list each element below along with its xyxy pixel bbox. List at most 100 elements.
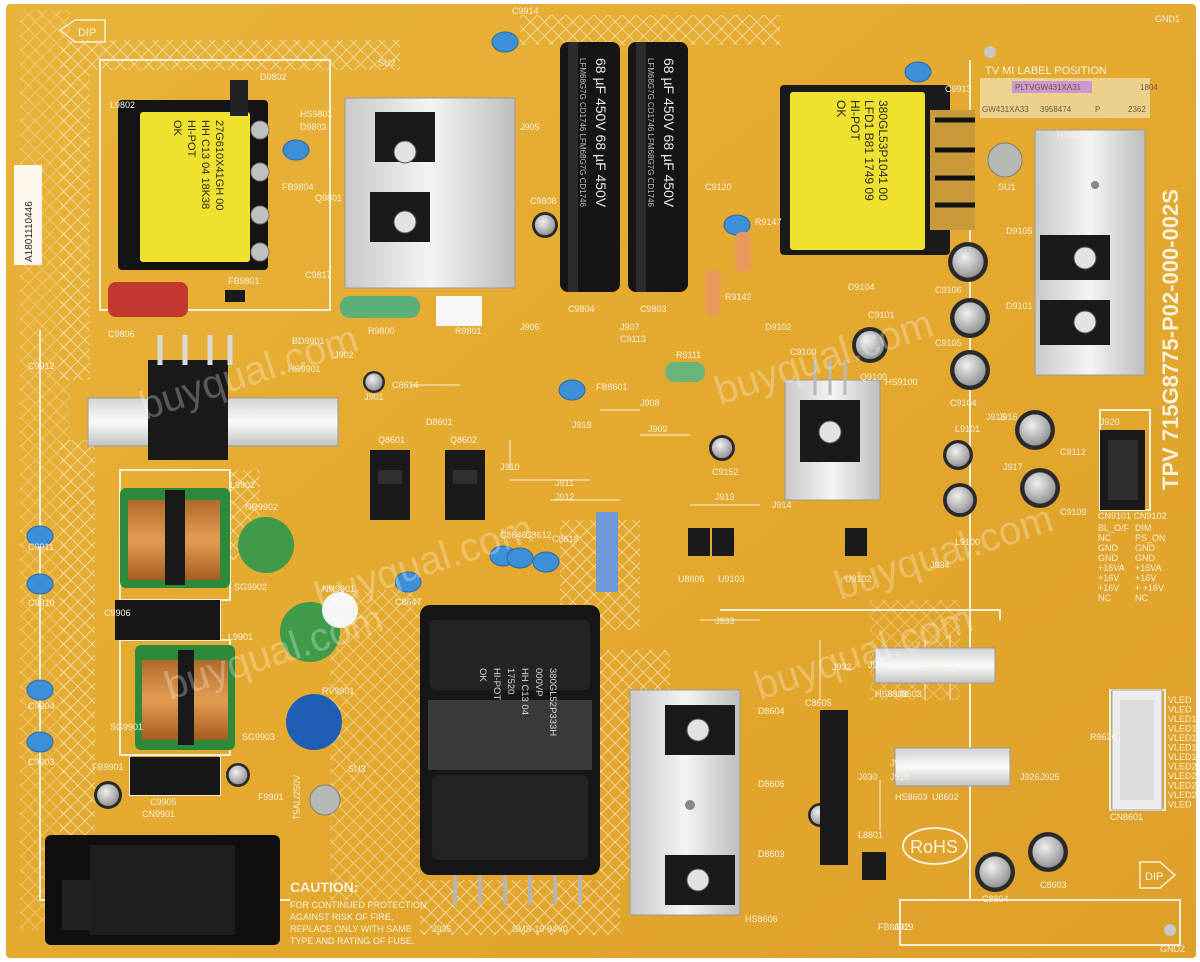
transformer-marking: 000VP <box>533 668 544 697</box>
svg-text:DIP: DIP <box>1145 871 1163 883</box>
transformer-marking: 17520 <box>505 668 516 694</box>
ref-designator: C8605 <box>805 698 832 708</box>
ref-designator: J908 <box>640 398 660 408</box>
electrolytic-cap-top <box>855 330 885 360</box>
ref-designator: HS9100 <box>885 377 918 387</box>
ref-designator: C9120 <box>705 182 732 192</box>
ref-designator: C8647 <box>395 597 422 607</box>
pcb-code: SMS-10 94V0 <box>512 924 568 934</box>
gnd1-label: GND1 <box>1155 14 1180 24</box>
ref-designator: J925 <box>1040 772 1060 782</box>
ref-designator: F9901 <box>258 792 284 802</box>
pinout-right: DIM <box>1135 523 1152 533</box>
ref-designator: FB8602 <box>878 922 910 932</box>
ref-designator: HS9801 <box>300 109 333 119</box>
ref-designator: CN9901 <box>142 809 175 819</box>
rohs-mark: RoHS <box>902 827 968 865</box>
pinout-left: +16V <box>1098 583 1119 593</box>
ref-designator: Q9100 <box>860 372 887 382</box>
led-pin-label: VLED <box>1168 800 1192 810</box>
ref-designator: C9804 <box>568 304 595 314</box>
serial-number-text: A1801110446 <box>24 201 35 262</box>
svg-text:DIP: DIP <box>78 27 96 39</box>
ref-designator: NR9902 <box>245 502 278 512</box>
varistor-rv9901 <box>286 694 342 750</box>
ref-designator: C9913 <box>945 84 972 94</box>
led-pin-label: VLED2 <box>1168 771 1197 781</box>
ref-designator: C9803 <box>640 304 667 314</box>
led-pin-label: VLED <box>1168 705 1192 715</box>
ref-designator: C9905 <box>150 797 177 807</box>
ref-designator: CN8601 <box>1110 812 1143 822</box>
ref-designator: BD9901 <box>292 336 325 346</box>
ref-designator: R9147 <box>755 217 782 227</box>
electrolytic-cap-top <box>711 437 733 459</box>
ref-designator: R8620 <box>1090 732 1117 742</box>
heatsink-hs8603 <box>894 747 1011 787</box>
ref-designator: C9911 <box>28 542 54 552</box>
ref-designator: R9111 <box>676 350 701 360</box>
ref-designator: J906 <box>520 322 540 332</box>
gnd1-pad <box>984 46 996 58</box>
ref-designator: C9906 <box>104 608 131 618</box>
caution-notice: CAUTION:FOR CONTINUED PROTECTIONAGAINST … <box>290 879 427 946</box>
ref-designator: D9802 <box>260 72 287 82</box>
mount-hole-su3 <box>309 784 341 816</box>
transformer-marking: OK <box>477 668 488 682</box>
led-connector-pins: VLEDVLEDVLED1VLED1VLED1VLED1VLED1VLED2VL… <box>1168 695 1197 810</box>
ref-designator: J911 <box>555 478 574 488</box>
pinout-right: PS_ON <box>1135 533 1166 543</box>
ref-designator: C8612 <box>525 530 552 540</box>
led-pin-label: VLED1 <box>1168 743 1197 753</box>
heatsink-hs9801 <box>344 97 516 289</box>
pinout-right: GND <box>1135 553 1156 563</box>
ref-designator: U8603 <box>895 689 922 699</box>
ref-designator: C9101 <box>868 310 895 320</box>
pinout-right: + +16V <box>1135 583 1164 593</box>
ref-designator: C9817 <box>305 270 332 280</box>
electrolytic-cap-top <box>365 373 383 391</box>
gnd2-pad <box>1164 924 1176 936</box>
ref-designator: D9101 <box>1006 301 1033 311</box>
ref-designator: SU1 <box>998 182 1016 192</box>
label-cell: P <box>1095 105 1100 114</box>
electrolytic-cap-top <box>97 784 119 806</box>
ref-designator: D8604 <box>758 706 785 716</box>
ref-designator: C9104 <box>950 398 977 408</box>
ref-designator: C9100 <box>790 347 817 357</box>
caution-line: REPLACE ONLY WITH SAME <box>290 924 412 934</box>
inductor-l8601 <box>862 852 886 880</box>
ref-designator: L9901 <box>228 632 253 642</box>
resistors <box>225 80 751 382</box>
dip-arrow-top: DIP <box>58 19 106 43</box>
ref-designator: J920 <box>1100 417 1120 427</box>
pinout-right: GND <box>1135 543 1156 553</box>
ref-designator: C9106 <box>935 285 962 295</box>
dip-arrow-bottom: DIP <box>1139 861 1177 889</box>
reference-designators: D9802HS9801D9803SU2C9914L9802Q9801FB9804… <box>28 6 1143 934</box>
ceramic-cap <box>26 573 54 595</box>
ceramic-cap <box>282 139 310 161</box>
ref-designator: J912 <box>555 492 575 502</box>
ref-designator: J926 <box>1020 772 1040 782</box>
electrolytic-cap-top <box>534 214 556 236</box>
electrolytic-cap-top <box>1032 836 1064 868</box>
ref-designator: J930 <box>858 772 878 782</box>
caution-line: AGAINST RISK OF FIRE, <box>290 912 393 922</box>
electrolytic-cap-top <box>954 354 986 386</box>
svg-text:TV MI LABEL POSITION: TV MI LABEL POSITION <box>985 65 1107 77</box>
choke-l9901 <box>135 645 235 750</box>
pinout-left: NC <box>1098 533 1111 543</box>
ref-designator: Q9801 <box>315 193 342 203</box>
ref-designator: J902 <box>334 350 354 360</box>
ceramic-cap <box>506 547 534 569</box>
led-pin-label: VLED1 <box>1168 752 1197 762</box>
ref-designator: C9808 <box>530 196 557 206</box>
ref-designator: J932 <box>832 662 852 672</box>
transformer-marking: LFD1 B81 1749 09 <box>862 100 876 201</box>
ref-designator: J915 <box>986 412 1006 422</box>
electrolytic-cap-top <box>946 486 974 514</box>
ref-designator: FB9901 <box>92 762 124 772</box>
